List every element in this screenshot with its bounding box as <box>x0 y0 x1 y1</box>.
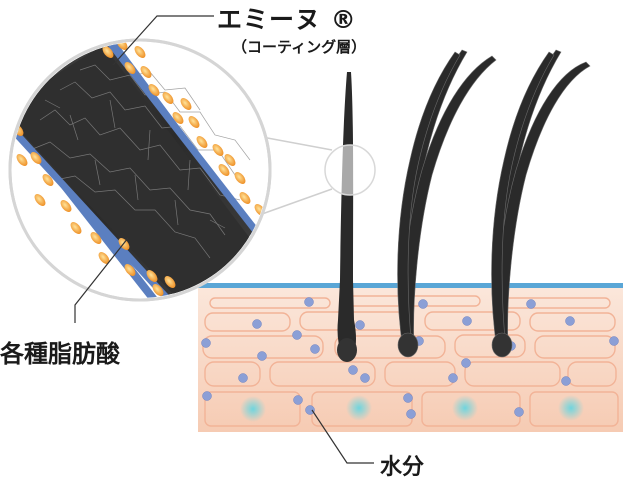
magnifier-rim <box>8 38 272 302</box>
zoom-callout-lines <box>261 136 333 215</box>
product-name-label: エミーヌ ® <box>217 5 357 34</box>
hair-single <box>337 72 357 362</box>
coating-leader-line <box>112 15 214 66</box>
water-leader-line <box>311 409 374 464</box>
hair-tuft-middle <box>397 49 497 358</box>
hair-tuft-right <box>491 49 591 358</box>
water-label: 水分 <box>380 455 425 480</box>
magnified-hair <box>8 38 272 302</box>
hair-strands <box>337 49 591 362</box>
cuticle-texture <box>29 59 251 259</box>
leader-lines <box>74 15 374 464</box>
fatty-acid-leader-line <box>74 237 129 323</box>
fatty-acids-label: 各種脂肪酸 <box>0 340 120 368</box>
cell-nuclei <box>240 395 584 422</box>
zoom-source-circle <box>324 144 376 196</box>
coating-layer-label: （コーティング層） <box>232 38 367 56</box>
